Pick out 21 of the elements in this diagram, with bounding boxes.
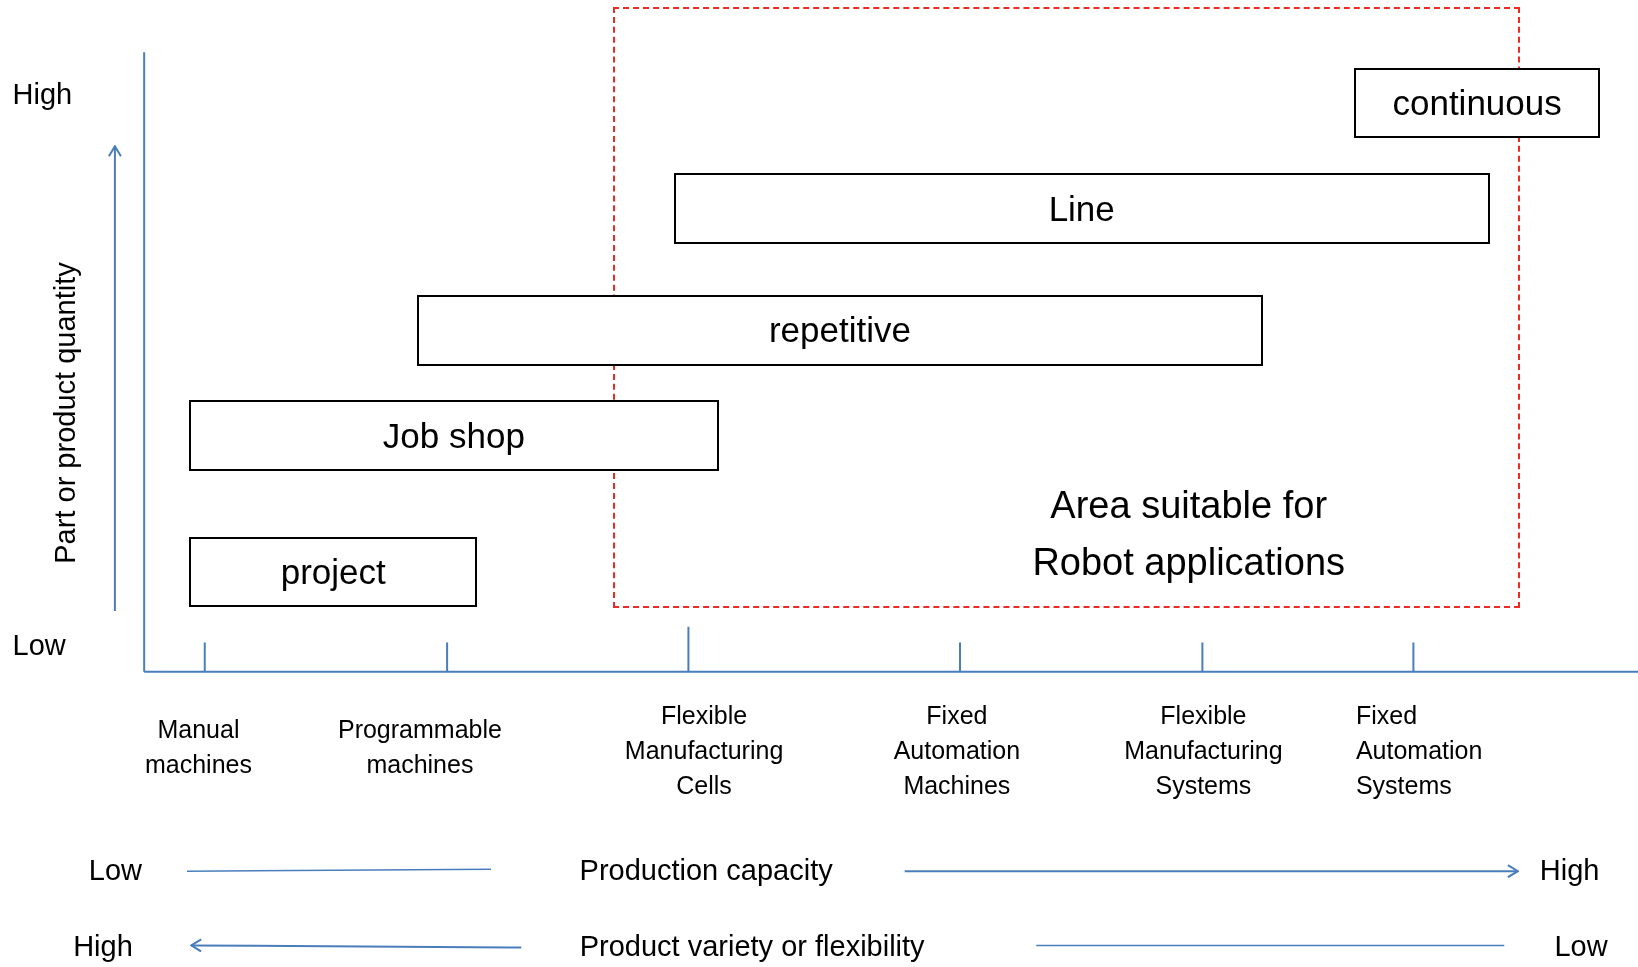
axis-label: Low bbox=[88, 853, 143, 889]
axis-label: Flexible Manufacturing Systems bbox=[1123, 699, 1284, 801]
axis-label: Fixed Automation Machines bbox=[892, 699, 1022, 801]
process-box: repetitive bbox=[416, 294, 1263, 366]
process-box: continuous bbox=[1353, 67, 1601, 138]
axis-label: Flexible Manufacturing Cells bbox=[623, 699, 785, 801]
process-box: project bbox=[189, 536, 478, 607]
axis-label: Product variety or flexibility bbox=[578, 928, 926, 964]
axis-label: High bbox=[1539, 853, 1601, 889]
axis-label: High bbox=[73, 928, 134, 964]
axis-label: Production capacity bbox=[578, 853, 834, 889]
axis-title: Part or product quantity bbox=[47, 261, 82, 564]
axis-label: Fixed Automation Systems bbox=[1355, 699, 1484, 801]
process-box: Job shop bbox=[189, 400, 719, 472]
axis-label: High bbox=[12, 77, 74, 113]
region-label: Area suitable for Robot applications bbox=[1031, 483, 1347, 586]
process-box: Line bbox=[673, 173, 1490, 245]
axis-label: Programmable machines bbox=[336, 714, 503, 781]
axis-label: Low bbox=[12, 627, 67, 663]
axis-label: Manual machines bbox=[143, 714, 253, 781]
axis-label: Low bbox=[1554, 928, 1609, 964]
